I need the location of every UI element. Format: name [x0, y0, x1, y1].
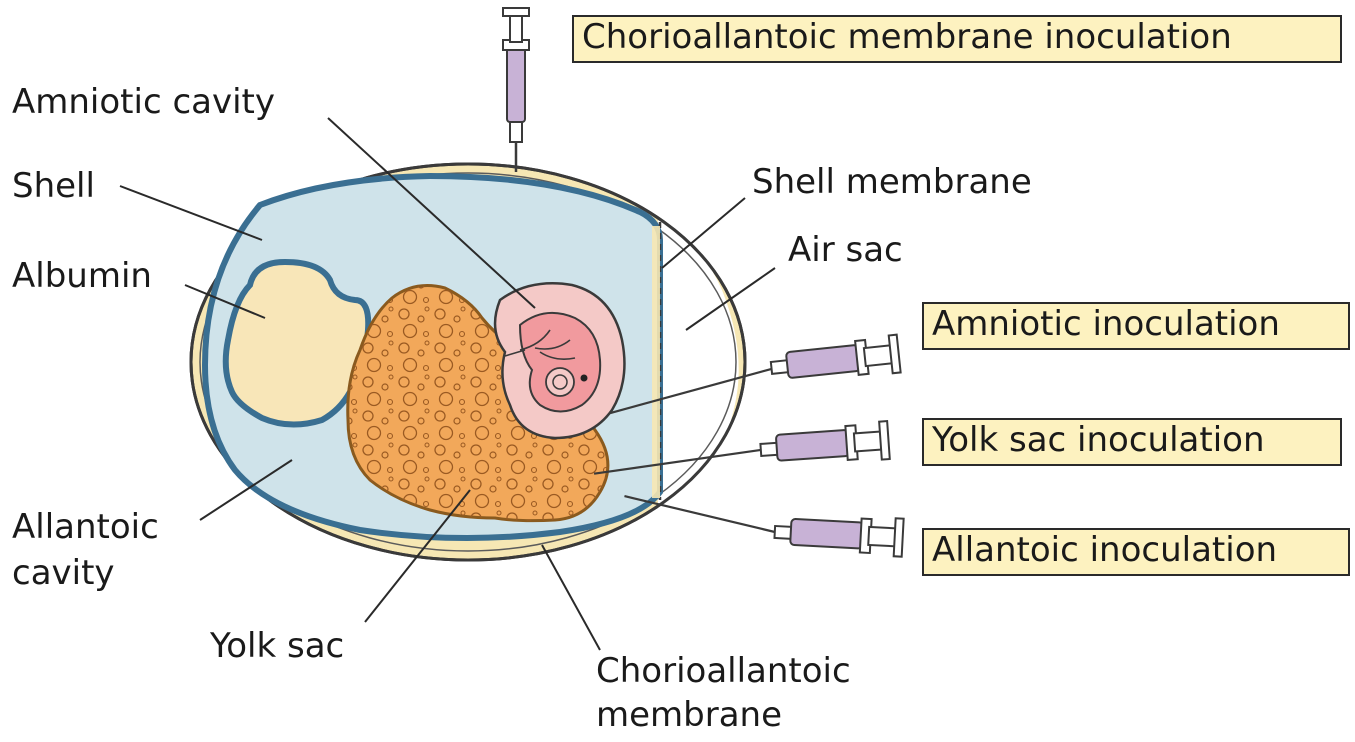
box-chorioallantoic-membrane-inoculation: Chorioallantoic membrane inoculation	[572, 15, 1342, 63]
label-air-sac: Air sac	[788, 230, 903, 270]
label-shell: Shell	[12, 166, 95, 206]
label-amniotic-cavity: Amniotic cavity	[12, 82, 275, 122]
box-amniotic-inoculation: Amniotic inoculation	[922, 302, 1350, 350]
air-sac	[658, 220, 739, 510]
label-allantoic-cavity-line1: Allantoic	[12, 506, 159, 548]
label-allantoic-cavity-line2: cavity	[12, 552, 115, 594]
label-shell-membrane: Shell membrane	[752, 162, 1032, 202]
label-chorioallantoic-membrane-line1: Chorioallantoic	[596, 650, 851, 692]
box-allantoic-inoculation: Allantoic inoculation	[922, 528, 1350, 576]
label-chorioallantoic-membrane-line2: membrane	[596, 694, 782, 736]
syringe-allantoic	[622, 496, 904, 557]
box-yolk-sac-inoculation: Yolk sac inoculation	[922, 418, 1342, 466]
label-albumin: Albumin	[12, 256, 152, 296]
embryo-eye-region	[546, 368, 574, 396]
label-yolk-sac: Yolk sac	[210, 626, 344, 666]
syringe-chorioallantoic	[503, 8, 529, 172]
